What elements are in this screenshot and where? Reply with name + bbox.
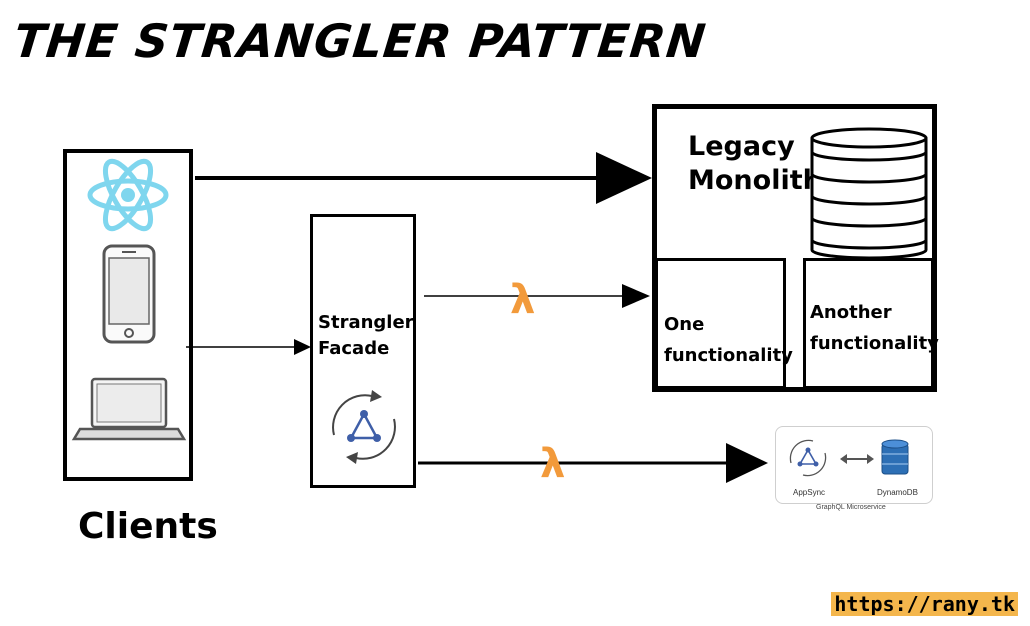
react-icon [87, 158, 169, 232]
source-url: https://rany.tk [831, 592, 1018, 616]
appsync-icon [332, 390, 396, 464]
arrow-facade-to-functionality [424, 284, 650, 308]
facade-line-2: Facade [318, 338, 390, 360]
legacy-monolith-label: Legacy Monolith [688, 130, 822, 198]
database-icon [810, 127, 928, 260]
legacy-line-2: Monolith [688, 164, 822, 196]
another-functionality-label: Another functionality [810, 298, 939, 359]
arrow-clients-to-legacy [195, 152, 652, 204]
dynamodb-label: DynamoDB [877, 488, 918, 497]
appsync-label: AppSync [793, 488, 826, 497]
func2-line-1: Another [810, 302, 892, 323]
lambda-icon: λ [540, 441, 565, 487]
laptop-icon [71, 377, 187, 441]
lambda-icon: λ [510, 277, 535, 323]
microservice-caption: GraphQL Microservice [816, 504, 886, 511]
func1-line-1: One [664, 314, 705, 335]
double-arrow-icon [840, 454, 874, 464]
appsync-icon [789, 439, 827, 477]
arrow-facade-to-microservice [418, 443, 768, 483]
smartphone-icon [102, 244, 156, 344]
another-functionality-box [803, 258, 934, 389]
one-functionality-box [655, 258, 786, 389]
func1-line-2: functionality [664, 344, 793, 366]
facade-line-1: Strangler [318, 312, 414, 333]
dynamodb-icon [881, 439, 909, 475]
arrow-clients-to-facade [186, 339, 311, 355]
legacy-line-1: Legacy [688, 131, 795, 162]
one-functionality-label: One functionality [664, 310, 793, 371]
strangler-facade-box [310, 214, 416, 488]
clients-label: Clients [78, 506, 218, 547]
func2-line-2: functionality [810, 332, 939, 354]
strangler-facade-label: Strangler Facade [318, 310, 414, 362]
